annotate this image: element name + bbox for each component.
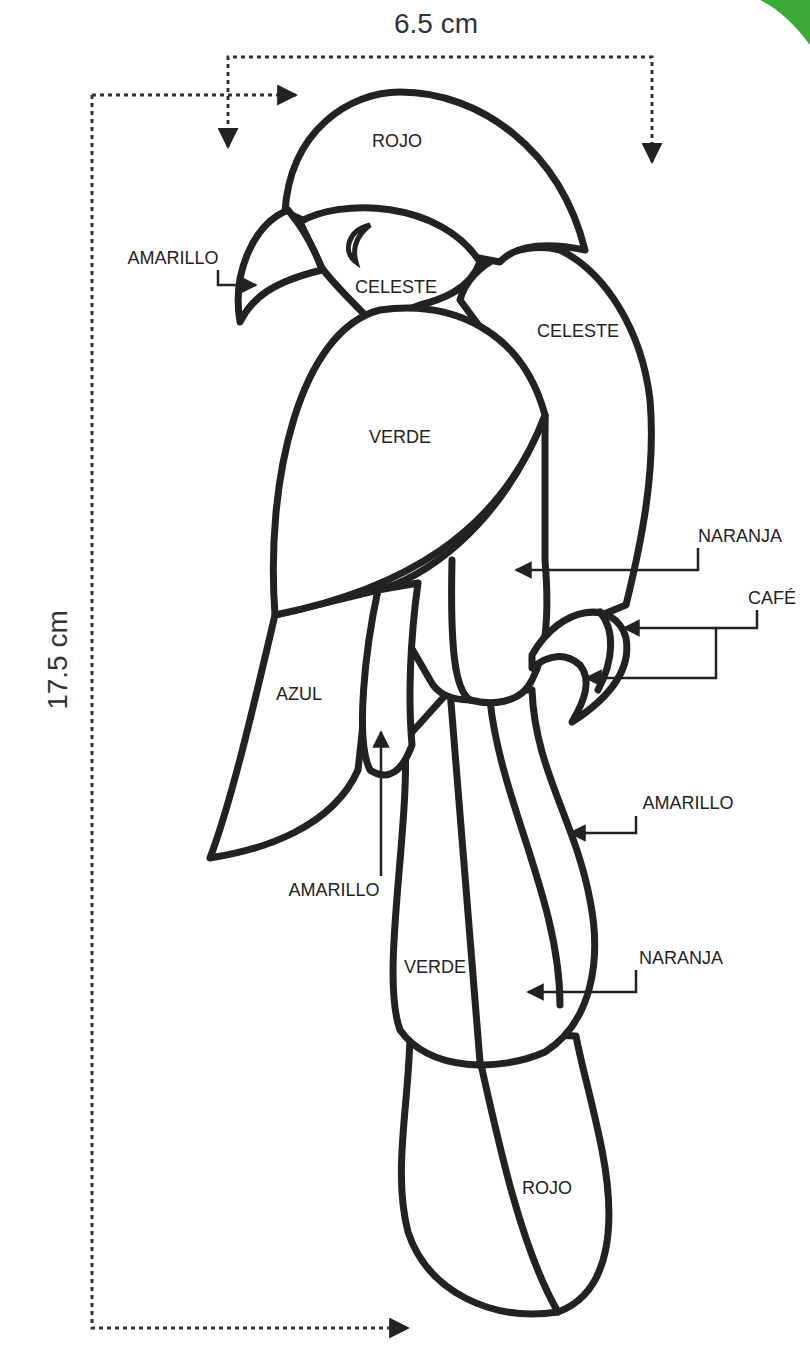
color-label: ROJO [522,1179,572,1197]
color-label: NARANJA [698,527,782,545]
color-label: AMARILLO [288,881,379,899]
parrot-outline [210,92,651,1314]
color-label: NARANJA [639,949,723,967]
eye [348,225,370,262]
color-label: AMARILLO [127,249,218,267]
color-label: VERDE [369,428,431,446]
color-label: AMARILLO [642,794,733,812]
color-label: AZUL [276,685,322,703]
color-label: CAFÉ [748,589,796,607]
width-dimension: 6.5 cm [394,10,478,38]
color-label: CELESTE [537,322,619,340]
dimension-lines [92,57,652,1328]
corner-swoosh [760,0,810,45]
leader-lines [218,270,757,992]
color-label: CELESTE [355,278,437,296]
color-label: VERDE [404,958,466,976]
color-label: ROJO [372,132,422,150]
height-dimension: 17.5 cm [44,610,72,710]
